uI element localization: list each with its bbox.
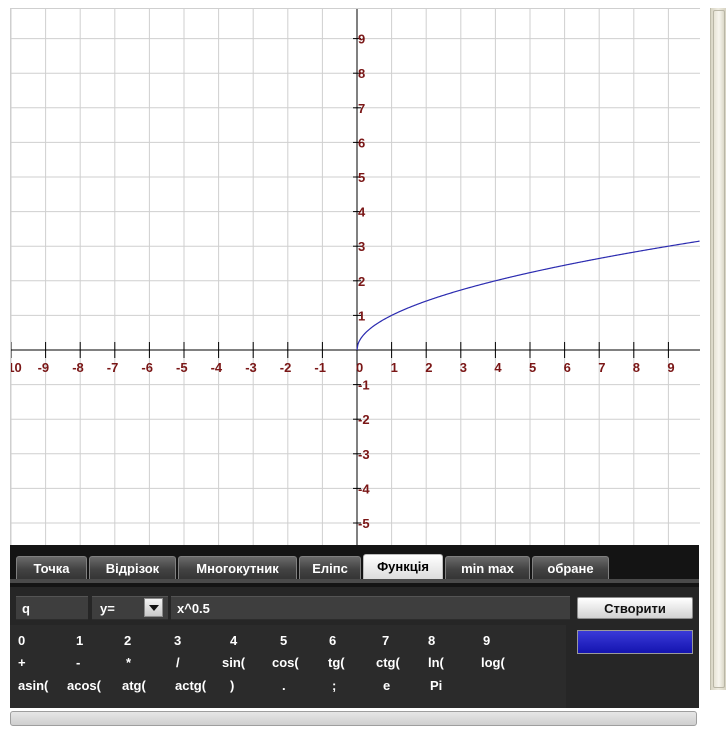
keypad-button[interactable]: 1 [76,633,84,648]
x-tick-label: -10 [11,360,22,375]
keypad-button[interactable]: ) [230,678,235,693]
x-tick-label: -1 [314,360,326,375]
tab-polygon[interactable]: Многокутник [178,556,297,579]
tab-min-max[interactable]: min max [445,556,530,579]
function-name-field[interactable]: q [16,596,88,620]
keypad-button[interactable]: ln( [428,655,444,670]
keypad-button[interactable]: 4 [230,633,238,648]
x-tick-label: 3 [460,360,467,375]
keypad-button[interactable]: actg( [175,678,207,693]
keypad-button[interactable]: 8 [428,633,436,648]
keypad-button[interactable]: - [76,655,81,670]
vertical-scrollbar[interactable] [710,8,726,690]
y-tick-label: 7 [358,101,365,116]
tab-ellipse[interactable]: Еліпс [299,556,361,579]
tab-favorites[interactable]: обране [532,556,609,579]
x-tick-label: 2 [425,360,432,375]
x-tick-label: 1 [391,360,398,375]
keypad-button[interactable]: / [176,655,180,670]
y-tick-label: -3 [358,447,370,462]
keypad-button[interactable]: ctg( [376,655,400,670]
x-tick-label: 7 [598,360,605,375]
y-tick-label: 4 [358,205,366,220]
x-tick-label: -4 [211,360,223,375]
tab-bar: Точка Відрізок Многокутник Еліпс Функція… [10,545,699,587]
x-tick-label: -8 [72,360,84,375]
keypad-button[interactable]: acos( [67,678,101,693]
graph-canvas[interactable]: -10-9-8-7-6-5-4-3-2-10123456789-5-4-3-2-… [10,8,700,546]
chevron-down-icon[interactable] [144,598,163,617]
keypad-button[interactable]: atg( [122,678,146,693]
horizontal-scrollbar[interactable] [10,711,697,726]
keypad-button[interactable]: 6 [329,633,337,648]
y-tick-label: -1 [358,378,370,393]
x-tick-label: -9 [38,360,50,375]
tab-segment[interactable]: Відрізок [89,556,176,579]
color-swatch[interactable] [577,630,693,654]
tab-point[interactable]: Точка [16,556,87,579]
keypad-button[interactable]: 9 [483,633,491,648]
keypad-button[interactable]: 0 [18,633,26,648]
keypad-button[interactable]: asin( [18,678,49,693]
y-tick-label: 6 [358,135,365,150]
y-tick-label: 5 [358,170,365,185]
keypad-button[interactable]: tg( [328,655,345,670]
y-tick-label: 10 [358,9,372,12]
tab-underline [10,579,699,583]
y-tick-label: -4 [358,481,370,496]
keypad-button[interactable]: log( [481,655,505,670]
x-tick-label: 8 [633,360,640,375]
x-tick-label: 0 [356,360,363,375]
x-tick-label: 4 [494,360,502,375]
keypad-button[interactable]: * [126,655,132,670]
y-tick-label: 3 [358,239,365,254]
y-tick-label: -5 [358,516,370,531]
y-tick-label: 1 [358,308,365,323]
keypad-button[interactable]: + [18,655,26,670]
function-expression-input[interactable]: x^0.5 [171,596,570,620]
y-tick-label: 2 [358,274,365,289]
keypad-button[interactable]: sin( [222,655,246,670]
x-tick-label: -5 [176,360,188,375]
function-curve [356,240,700,351]
x-tick-label: 9 [667,360,674,375]
x-tick-label: -6 [141,360,153,375]
x-tick-label: 5 [529,360,536,375]
tab-function[interactable]: Функція [363,554,443,579]
keypad: 0 1 2 3 4 5 6 7 8 9 + - * / sin( cos( tg… [10,625,566,708]
x-tick-label: 6 [564,360,571,375]
keypad-button[interactable]: 5 [280,633,288,648]
y-tick-label: 9 [358,32,365,47]
y-tick-label: 8 [358,66,365,81]
keypad-button[interactable]: 3 [174,633,182,648]
keypad-button[interactable]: 7 [382,633,390,648]
x-tick-label: -7 [107,360,119,375]
tool-panel: Точка Відрізок Многокутник Еліпс Функція… [10,545,699,708]
keypad-button[interactable]: cos( [272,655,299,670]
y-tick-label: -2 [358,412,370,427]
keypad-button[interactable]: . [282,678,286,693]
keypad-button[interactable]: ; [332,678,337,693]
vertical-scroll-thumb[interactable] [713,10,725,688]
x-tick-label: -2 [280,360,292,375]
create-button[interactable]: Створити [577,597,693,619]
keypad-button[interactable]: Pi [430,678,443,693]
keypad-button[interactable]: e [383,678,391,693]
keypad-button[interactable]: 2 [124,633,132,648]
x-tick-label: -3 [245,360,257,375]
coordinate-plane[interactable]: -10-9-8-7-6-5-4-3-2-10123456789-5-4-3-2-… [11,9,700,546]
